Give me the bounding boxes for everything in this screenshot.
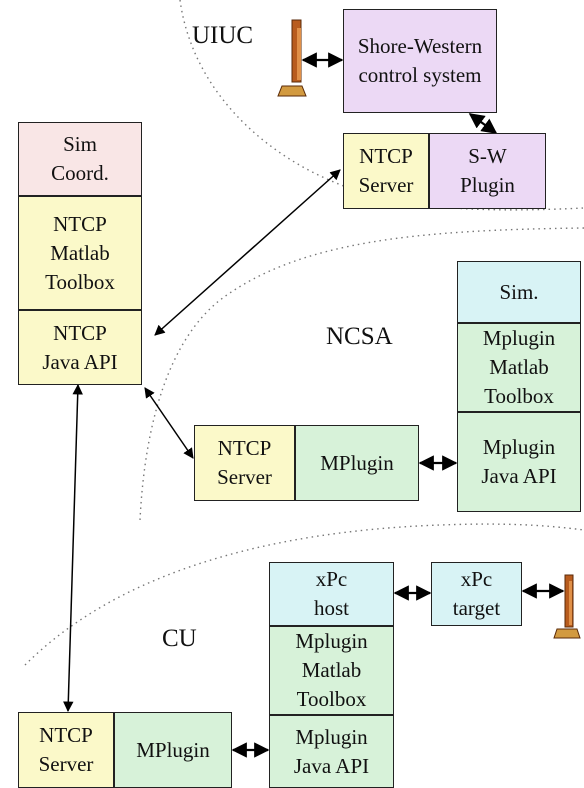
ntcp-java-api-box: NTCP Java API xyxy=(18,310,142,385)
ncsa-mplugin-java-api-box: Mplugin Java API xyxy=(457,412,581,512)
cu-mplugin-box: MPlugin xyxy=(114,712,232,788)
actuator-icon-cu xyxy=(553,574,581,639)
cu-mplugin-matlab-toolbox-box: Mplugin Matlab Toolbox xyxy=(269,626,394,715)
cu-ntcp-server-box: NTCP Server xyxy=(18,712,114,788)
ncsa-mplugin-matlab-toolbox-box: Mplugin Matlab Toolbox xyxy=(457,323,581,412)
site-label-ncsa: NCSA xyxy=(326,323,393,350)
ncsa-sim-box: Sim. xyxy=(457,261,581,323)
site-label-uiuc: UIUC xyxy=(192,22,254,49)
ncsa-ntcp-server-box: NTCP Server xyxy=(194,425,295,501)
uiuc-ntcp-server-box: NTCP Server xyxy=(343,133,429,209)
xpc-target-box: xPc target xyxy=(431,562,522,626)
arrow-java-api-to-uiuc-server xyxy=(154,169,341,336)
ntcp-matlab-toolbox-box: NTCP Matlab Toolbox xyxy=(18,196,142,310)
sim-coord-box: Sim Coord. xyxy=(18,122,142,196)
actuator-icon-uiuc xyxy=(277,19,307,97)
xpc-host-box: xPc host xyxy=(269,562,394,626)
arrow-java-api-to-cu-server xyxy=(63,383,83,713)
cu-boundary xyxy=(24,523,584,666)
arrow-java-api-to-ncsa-server xyxy=(144,387,194,459)
site-label-cu: CU xyxy=(162,625,197,652)
arrow-shore-western-to-sw-plugin xyxy=(468,113,498,134)
ncsa-mplugin-box: MPlugin xyxy=(295,425,419,501)
sw-plugin-box: S-W Plugin xyxy=(429,133,546,209)
shore-western-control-system-box: Shore-Western control system xyxy=(343,9,497,113)
cu-mplugin-java-api-box: Mplugin Java API xyxy=(269,715,394,788)
